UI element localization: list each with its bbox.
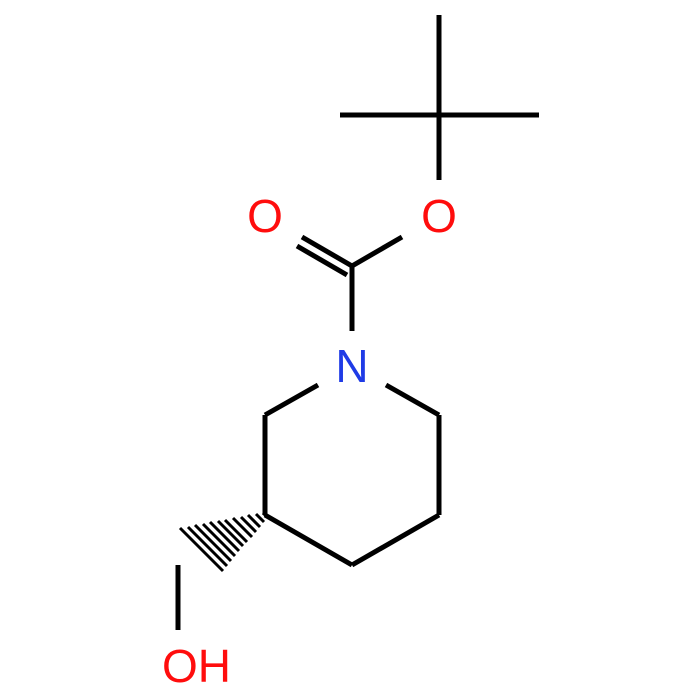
atom-label-ketone-o: O bbox=[247, 190, 283, 242]
atom-label-ester-o: O bbox=[421, 190, 457, 242]
bond-carbonyl-double-1 bbox=[300, 234, 354, 269]
atom-label-nitrogen: N bbox=[335, 340, 368, 392]
ring-bond-c4-c5 bbox=[350, 512, 441, 568]
atom-label-hydroxyl: OH bbox=[162, 640, 231, 692]
bond-carbonyl-double-2 bbox=[295, 243, 349, 278]
ring-bond-n-c2 bbox=[263, 382, 320, 418]
stereo-hashed-wedge bbox=[178, 511, 269, 573]
bond-o-carbonyl-c bbox=[350, 234, 404, 269]
ring-bond-c3-c4 bbox=[263, 512, 354, 568]
ring-bond-c6-n bbox=[384, 382, 441, 418]
